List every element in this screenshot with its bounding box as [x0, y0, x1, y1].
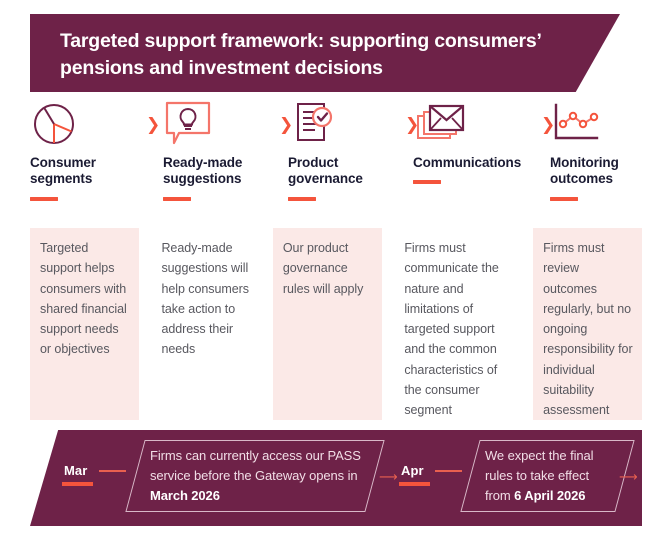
step-label: Consumer segments — [30, 155, 96, 187]
timeline-month-rule — [62, 482, 93, 486]
timeline-month-apr: Apr — [401, 463, 424, 478]
step-description-monitoring-outcomes: Firms must review outcomes regularly, bu… — [533, 228, 643, 420]
header-banner: Targeted support framework: supporting c… — [30, 14, 620, 92]
timeline-connector-dash — [435, 470, 462, 472]
pie-chart-icon — [30, 98, 142, 150]
chevron-right-icon: ❯ — [541, 115, 556, 135]
timeline-card-apr[interactable]: We expect the final rules to take effect… — [460, 440, 635, 512]
timeline-month-mar: Mar — [64, 463, 88, 478]
step-underline-rule — [163, 196, 191, 201]
timeline-card-mar-text-prefix: Firms can currently access our PASS serv… — [150, 448, 361, 484]
step-label: Communications — [413, 155, 522, 170]
step-description-ready-made-suggestions: Ready-made suggestions will help consume… — [151, 228, 261, 420]
step-description-product-governance: Our product governance rules will apply — [272, 228, 382, 420]
step-description-communications: Firms must communicate the nature and li… — [394, 228, 521, 420]
column-gap — [139, 228, 152, 420]
timeline-card-apr-date: 6 April 2026 — [514, 487, 586, 503]
step-underline-rule — [550, 196, 578, 201]
step-product-governance[interactable]: Product governance — [288, 98, 400, 218]
step-ready-made-suggestions[interactable]: Ready-made suggestions — [163, 98, 275, 218]
chevron-right-icon: ❯ — [279, 115, 294, 135]
step-description-columns: Targeted support helps consumers with sh… — [30, 228, 643, 420]
line-chart-icon — [550, 98, 662, 150]
lightbulb-speech-bubble-icon — [163, 98, 275, 150]
timeline-arrow-right-icon: ⟶ — [379, 470, 398, 485]
step-label: Product governance — [288, 155, 363, 187]
step-label: Ready-made suggestions — [163, 155, 243, 187]
page-title: Targeted support framework: supporting c… — [60, 30, 542, 79]
step-monitoring-outcomes[interactable]: Monitoring outcomes — [550, 98, 662, 218]
chevron-right-icon: ❯ — [146, 115, 161, 135]
timeline-card-mar-date: March 2026 — [150, 487, 220, 503]
step-description-consumer-segments: Targeted support helps consumers with sh… — [30, 228, 139, 420]
timeline-banner: Mar Firms can currently access our PASS … — [30, 430, 642, 526]
timeline-card-mar-text: Firms can currently access our PASS serv… — [150, 446, 364, 505]
step-consumer-segments[interactable]: Consumer segments — [30, 98, 142, 218]
process-steps-row: Consumer segments ❯ Ready-made suggestio… — [30, 98, 642, 218]
timeline-arrow-end-icon: ⟶ — [619, 470, 638, 485]
timeline-connector-dash — [99, 470, 126, 472]
column-gap — [521, 228, 534, 420]
step-label: Monitoring outcomes — [550, 155, 619, 187]
step-underline-rule — [288, 196, 316, 201]
step-underline-rule — [30, 196, 58, 201]
step-underline-rule — [413, 180, 441, 185]
timeline-month-rule — [399, 482, 430, 486]
timeline-card-apr-text: We expect the final rules to take effect… — [485, 446, 614, 505]
chevron-right-icon: ❯ — [405, 115, 420, 135]
timeline-card-mar[interactable]: Firms can currently access our PASS serv… — [125, 440, 385, 512]
step-communications[interactable]: Communications — [413, 98, 543, 218]
column-gap — [382, 228, 395, 420]
document-check-icon — [288, 98, 400, 150]
column-gap — [260, 228, 273, 420]
envelope-stack-icon — [413, 98, 543, 150]
